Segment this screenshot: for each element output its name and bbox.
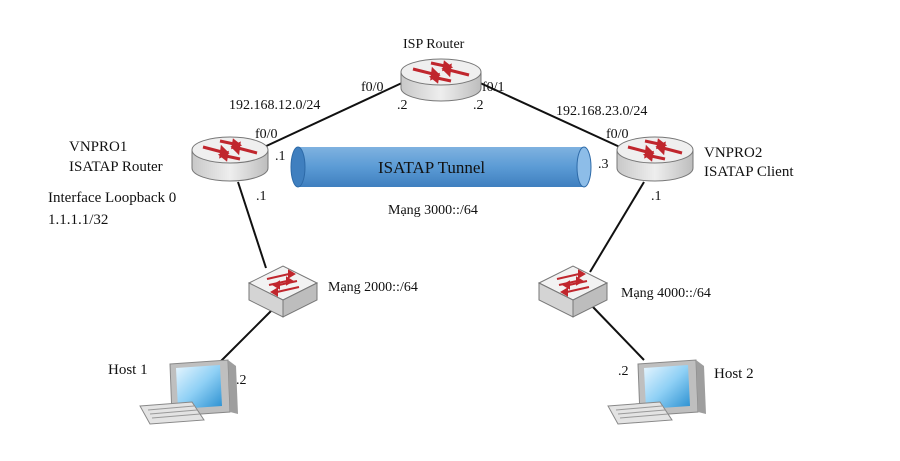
host1-ip: .2 [236, 373, 247, 388]
link-vnpro2-switch [589, 181, 645, 273]
link-switch-host2 [591, 305, 645, 361]
switch-left-network: Mạng 2000::/64 [328, 280, 418, 295]
isp-if-left: f0/0 [361, 80, 384, 95]
link-isp-vnpro2 [477, 81, 623, 149]
host2-ip: .2 [618, 364, 629, 379]
vnpro1-loopback-label: Interface Loopback 0 [48, 190, 176, 206]
isp-ip-left: .2 [397, 98, 408, 113]
vnpro2-ip-lan: .1 [651, 189, 662, 204]
switch-arrows-icon [266, 269, 300, 297]
isp-router [400, 58, 482, 102]
left-subnet-label: 192.168.12.0/24 [229, 98, 320, 113]
isatap-tunnel: ISATAP Tunnel [290, 146, 592, 188]
isp-router-name: ISP Router [403, 37, 465, 52]
host2-computer-icon [607, 359, 706, 425]
vnpro1-ip-lan: .1 [256, 189, 267, 204]
router-arrows-icon [627, 138, 683, 162]
switch-right [537, 265, 609, 318]
vnpro1-role: ISATAP Router [69, 159, 163, 175]
vnpro2-ip-wan: .3 [598, 157, 609, 172]
link-vnpro1-isp [261, 81, 405, 149]
link-vnpro1-switch [237, 181, 267, 269]
host2-name: Host 2 [714, 366, 754, 382]
vnpro2-if-wan: f0/0 [606, 127, 629, 142]
vnpro2-role: ISATAP Client [704, 164, 794, 180]
vnpro2-name: VNPRO2 [704, 145, 762, 161]
tunnel-network-label: Mạng 3000::/64 [388, 203, 478, 218]
switch-arrows-icon [556, 269, 590, 297]
vnpro1-if-wan: f0/0 [255, 127, 278, 142]
tunnel-label: ISATAP Tunnel [378, 158, 485, 177]
switch-right-network: Mạng 4000::/64 [621, 286, 711, 301]
vnpro2-router [616, 136, 694, 182]
vnpro1-name: VNPRO1 [69, 139, 127, 155]
vnpro1-ip-wan: .1 [275, 149, 286, 164]
isp-ip-right: .2 [473, 98, 484, 113]
link-switch-host1 [219, 305, 277, 363]
switch-left [247, 265, 319, 318]
vnpro1-router [191, 136, 269, 182]
isp-if-right: f0/1 [482, 80, 505, 95]
router-arrows-icon [412, 60, 470, 84]
host1-name: Host 1 [108, 362, 148, 378]
host1-computer-icon [139, 359, 238, 425]
vnpro1-loopback-ip: 1.1.1.1/32 [48, 212, 108, 228]
right-subnet-label: 192.168.23.0/24 [556, 104, 647, 119]
router-arrows-icon [202, 138, 258, 162]
